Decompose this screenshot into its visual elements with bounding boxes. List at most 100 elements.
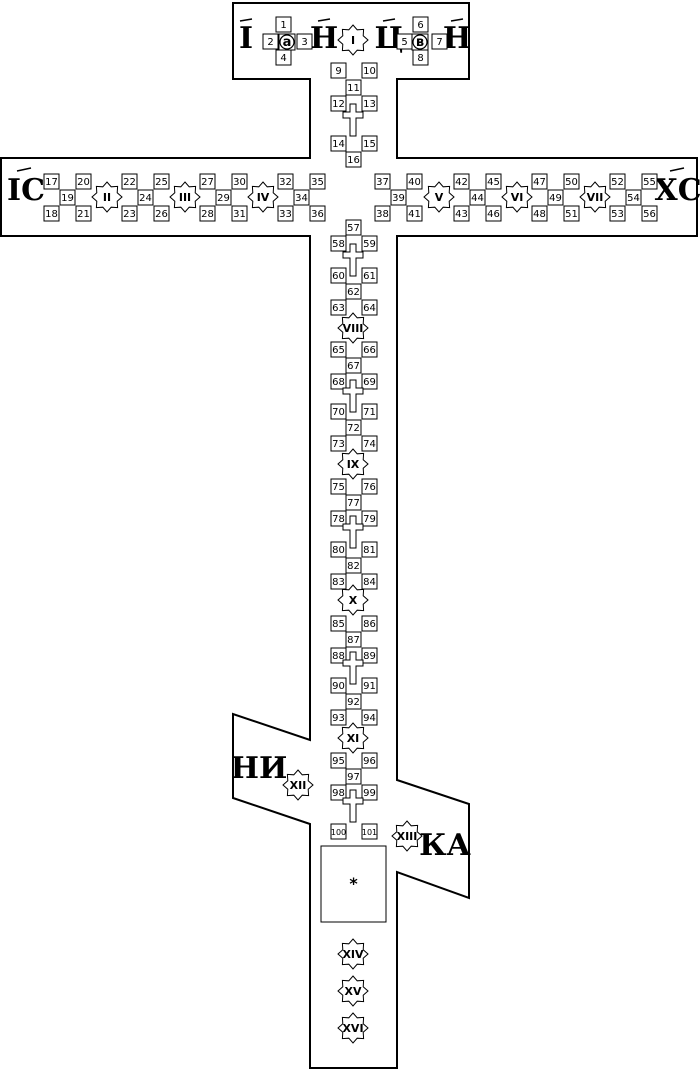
number-cell-label: 79 bbox=[363, 514, 376, 525]
number-cell-label: 43 bbox=[455, 209, 468, 220]
number-cell-label: 60 bbox=[332, 271, 345, 282]
number-cell-box bbox=[330, 823, 347, 840]
number-cell-label: 77 bbox=[347, 498, 360, 509]
number-cell-box bbox=[361, 784, 378, 801]
number-cell-box bbox=[345, 79, 362, 96]
number-cell-box bbox=[361, 267, 378, 284]
number-cell-box bbox=[361, 677, 378, 694]
number-cell-box bbox=[275, 16, 292, 33]
roman-star-icon bbox=[337, 722, 369, 754]
number-cell-label: 23 bbox=[123, 209, 136, 220]
number-cell-label: 24 bbox=[139, 193, 152, 204]
number-cell-label: 53 bbox=[611, 209, 624, 220]
circled-letter: в bbox=[416, 35, 424, 50]
number-cell-label: 16 bbox=[347, 155, 360, 166]
number-cell-label: 34 bbox=[295, 193, 308, 204]
number-cell-label: 51 bbox=[565, 209, 578, 220]
number-cell-box bbox=[330, 752, 347, 769]
number-cell-label: 92 bbox=[347, 697, 360, 708]
number-cell-label: 75 bbox=[332, 482, 345, 493]
roman-star-icon bbox=[337, 448, 369, 480]
number-cell-label: 93 bbox=[332, 713, 345, 724]
roman-numeral-label: IX bbox=[347, 458, 360, 471]
number-cell-box bbox=[215, 189, 232, 206]
number-cell-label: 99 bbox=[363, 788, 376, 799]
number-cell-box bbox=[309, 173, 326, 190]
number-cell-label: 37 bbox=[376, 177, 389, 188]
number-cell-label: 95 bbox=[332, 756, 345, 767]
letter-circle-icon bbox=[412, 34, 428, 50]
number-cell-label: 42 bbox=[455, 177, 468, 188]
number-cell-label: 8 bbox=[417, 53, 423, 64]
number-cell-box bbox=[43, 173, 60, 190]
number-cell-box bbox=[262, 33, 279, 50]
number-cell-box bbox=[406, 173, 423, 190]
number-cell-box bbox=[330, 784, 347, 801]
number-cell-box bbox=[330, 299, 347, 316]
number-cell-label: 32 bbox=[279, 177, 292, 188]
number-cell-label: 33 bbox=[279, 209, 292, 220]
number-cell-label: 28 bbox=[201, 209, 214, 220]
number-cell-label: 25 bbox=[155, 177, 168, 188]
number-cell-box bbox=[199, 173, 216, 190]
number-cell-box bbox=[609, 205, 626, 222]
number-cell-box bbox=[330, 615, 347, 632]
number-cell-box bbox=[361, 435, 378, 452]
number-cell-box bbox=[293, 189, 310, 206]
number-cell-box bbox=[330, 341, 347, 358]
number-cell-box bbox=[374, 173, 391, 190]
roman-star-icon bbox=[337, 312, 369, 344]
number-cell-box bbox=[345, 557, 362, 574]
number-cell-box bbox=[277, 205, 294, 222]
number-cell-label: 19 bbox=[61, 193, 74, 204]
number-cell-label: 29 bbox=[217, 193, 230, 204]
number-cell-box bbox=[361, 647, 378, 664]
roman-star-icon bbox=[579, 181, 611, 213]
number-cell-label: 22 bbox=[123, 177, 136, 188]
roman-star-icon bbox=[501, 181, 533, 213]
number-cell-label: 56 bbox=[643, 209, 656, 220]
number-cell-label: 50 bbox=[565, 177, 578, 188]
number-cell-box bbox=[485, 173, 502, 190]
number-cell-box bbox=[361, 373, 378, 390]
number-cell-box bbox=[345, 283, 362, 300]
number-cell-box bbox=[345, 357, 362, 374]
number-cell-box bbox=[121, 205, 138, 222]
number-cell-box bbox=[330, 541, 347, 558]
number-cell-box bbox=[277, 173, 294, 190]
number-cell-label: 61 bbox=[363, 271, 376, 282]
number-cell-label: 3 bbox=[301, 37, 307, 48]
number-cell-label: 27 bbox=[201, 177, 214, 188]
inscription-n2: Н bbox=[443, 21, 471, 56]
number-cell-label: 73 bbox=[332, 439, 345, 450]
number-cell-label: 87 bbox=[347, 635, 360, 646]
number-cell-box bbox=[531, 173, 548, 190]
number-cell-label: 2 bbox=[267, 37, 273, 48]
number-cell-label: 67 bbox=[347, 361, 360, 372]
number-cell-box bbox=[75, 173, 92, 190]
roman-numeral-label: XVI bbox=[342, 1022, 363, 1035]
number-cell-box bbox=[43, 205, 60, 222]
small-cross-icon bbox=[342, 243, 364, 277]
small-cross-icon bbox=[342, 379, 364, 413]
number-cell-box bbox=[153, 205, 170, 222]
number-cell-label: 55 bbox=[643, 177, 656, 188]
number-cell-box bbox=[361, 95, 378, 112]
number-cell-label: 12 bbox=[332, 99, 345, 110]
number-cell-box bbox=[330, 62, 347, 79]
number-cell-label: 11 bbox=[347, 83, 360, 94]
number-cell-box bbox=[330, 647, 347, 664]
inscription-i: І bbox=[239, 21, 253, 56]
number-cell-box bbox=[330, 510, 347, 527]
number-cell-label: 15 bbox=[363, 139, 376, 150]
roman-numeral-label: VIII bbox=[343, 322, 364, 335]
number-cell-box bbox=[345, 419, 362, 436]
number-cell-box bbox=[485, 205, 502, 222]
number-cell-box bbox=[231, 205, 248, 222]
number-cell-label: 35 bbox=[311, 177, 324, 188]
roman-numeral-label: XIV bbox=[342, 948, 364, 961]
titlo-marks bbox=[16, 18, 685, 172]
number-cell-label: 98 bbox=[332, 788, 345, 799]
number-cell-label: 26 bbox=[155, 209, 168, 220]
